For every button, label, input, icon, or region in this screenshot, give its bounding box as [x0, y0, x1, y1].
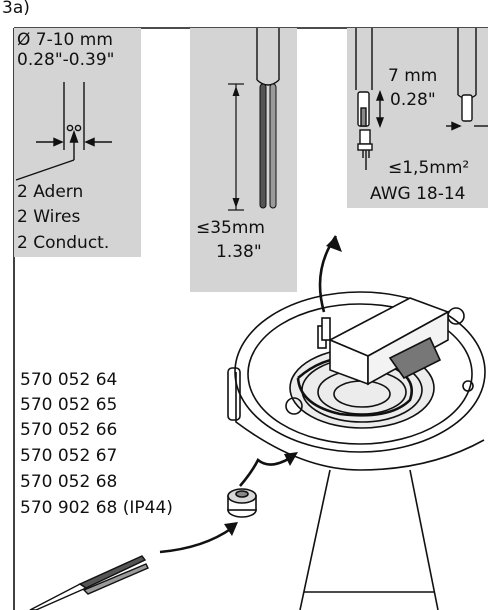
figure-label: 3a) [2, 0, 30, 18]
wires-label-de: 2 Adern [17, 182, 84, 202]
wires-label-fr: 2 Conduct. [17, 233, 110, 253]
part-number: 570 052 67 [20, 446, 118, 466]
ferrule-icon [359, 129, 371, 145]
wire-light [269, 83, 277, 209]
cable-gland [227, 488, 257, 518]
strip-in: 0.28" [390, 90, 436, 110]
loose-cable [29, 555, 149, 610]
strip-length-in: 1.38" [216, 242, 262, 262]
terminal-block [317, 297, 450, 386]
part-number: 570 052 64 [20, 370, 118, 390]
lamp-post [299, 469, 439, 610]
strip-mm: 7 mm [388, 66, 438, 86]
part-number: 570 052 66 [20, 420, 118, 440]
stripped-cable [228, 28, 280, 211]
awg-range: AWG 18-14 [370, 184, 466, 204]
remove-block-arrow [318, 235, 342, 313]
wires-label-en: 2 Wires [17, 207, 81, 227]
part-number: 570 052 68 [20, 472, 118, 492]
cable-diameter-mm: Ø 7-10 mm [17, 30, 113, 50]
wire-dark [259, 83, 267, 209]
cable-diameter-in: 0.28"-0.39" [17, 50, 115, 70]
cable-cross-section [15, 82, 112, 181]
strip-length-mm: ≤35mm [196, 218, 265, 238]
wire-section: ≤1,5mm² [388, 158, 470, 178]
part-number-ip44: 570 902 68 (IP44) [20, 498, 173, 518]
part-number: 570 052 65 [20, 395, 118, 415]
wire-end-detail [355, 28, 488, 170]
insert-cable-arrow [159, 452, 298, 554]
